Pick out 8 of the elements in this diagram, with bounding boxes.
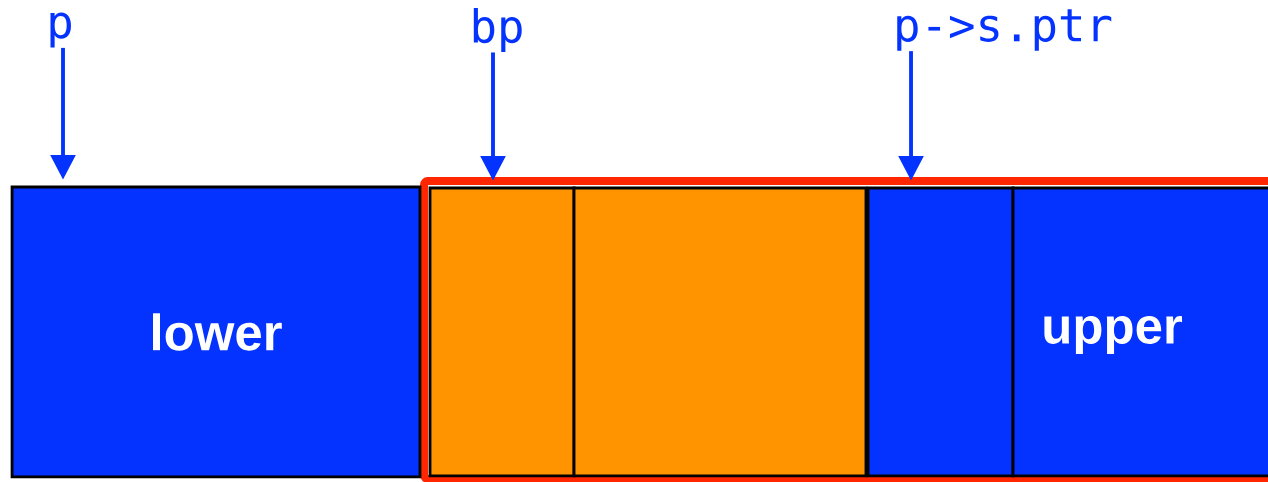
pointer-label: p xyxy=(50,12,71,48)
memory-block: lower xyxy=(10,185,422,479)
pointer-label: bp xyxy=(473,7,522,53)
pointer-label: p->s.ptr xyxy=(897,9,1112,51)
region-frame xyxy=(420,177,1268,482)
memory-block xyxy=(428,186,576,478)
memory-block: upper xyxy=(1011,186,1268,478)
memory-block xyxy=(866,186,1015,478)
